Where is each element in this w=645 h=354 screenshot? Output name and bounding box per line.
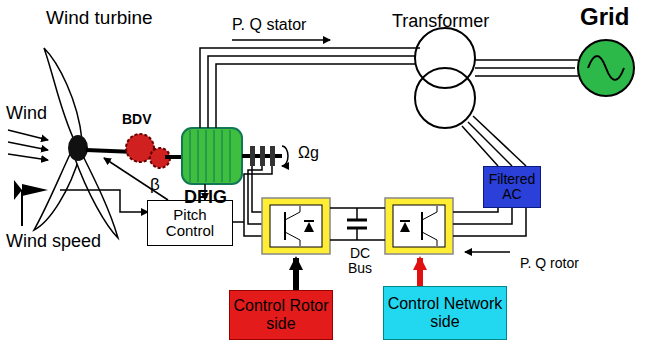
speed-symbol: Ωg <box>298 144 319 162</box>
rotor-control-arrow <box>293 258 299 290</box>
dc-bus-label: DC Bus <box>336 246 384 277</box>
turbine-blades <box>34 48 118 238</box>
wind-speed-label: Wind speed <box>6 232 101 252</box>
turbine-title: Wind turbine <box>46 8 153 29</box>
stator-lines <box>200 48 420 128</box>
stator-power-arrow <box>232 39 330 41</box>
generator-label: DFIG <box>184 188 227 208</box>
rotor-control-box: Control Rotor side <box>229 290 333 340</box>
power-label: P. Q rotor <box>520 256 579 271</box>
dfig-generator <box>182 128 282 184</box>
wind-arrows <box>8 130 48 160</box>
anemometer <box>14 180 48 226</box>
wind-label: Wind <box>6 104 47 124</box>
box-text: Pitch Control <box>151 207 229 240</box>
network-control-box: Control Network side <box>383 286 507 340</box>
ac-filter-box: Filtered AC <box>483 166 541 208</box>
network-side-converter <box>385 198 453 254</box>
network-control-arrow <box>417 258 423 286</box>
dc-bus <box>330 208 385 240</box>
transformer-symbol <box>415 28 475 128</box>
box-text: Control Network side <box>387 295 503 330</box>
box-text: Control Rotor side <box>233 297 329 332</box>
wind-speed-signal <box>60 190 148 212</box>
rotation-arrow <box>282 146 288 166</box>
power-label: P. Q stator <box>232 16 306 34</box>
rotor-side-converter <box>262 198 330 254</box>
transformer-title: Transformer <box>392 12 489 32</box>
rotor-power-arrow <box>465 251 510 253</box>
grid-title: Grid <box>580 4 629 30</box>
gearbox-label: BDV <box>122 112 152 127</box>
grid-lines <box>475 60 578 76</box>
gearbox <box>126 134 170 168</box>
pitch-signal <box>104 158 168 200</box>
grid-source <box>578 40 634 96</box>
pitch-angle-symbol: β <box>150 176 160 195</box>
pitch-rotor-link <box>232 221 244 223</box>
box-text: Filtered AC <box>487 172 537 203</box>
turbine-hub <box>68 135 88 161</box>
